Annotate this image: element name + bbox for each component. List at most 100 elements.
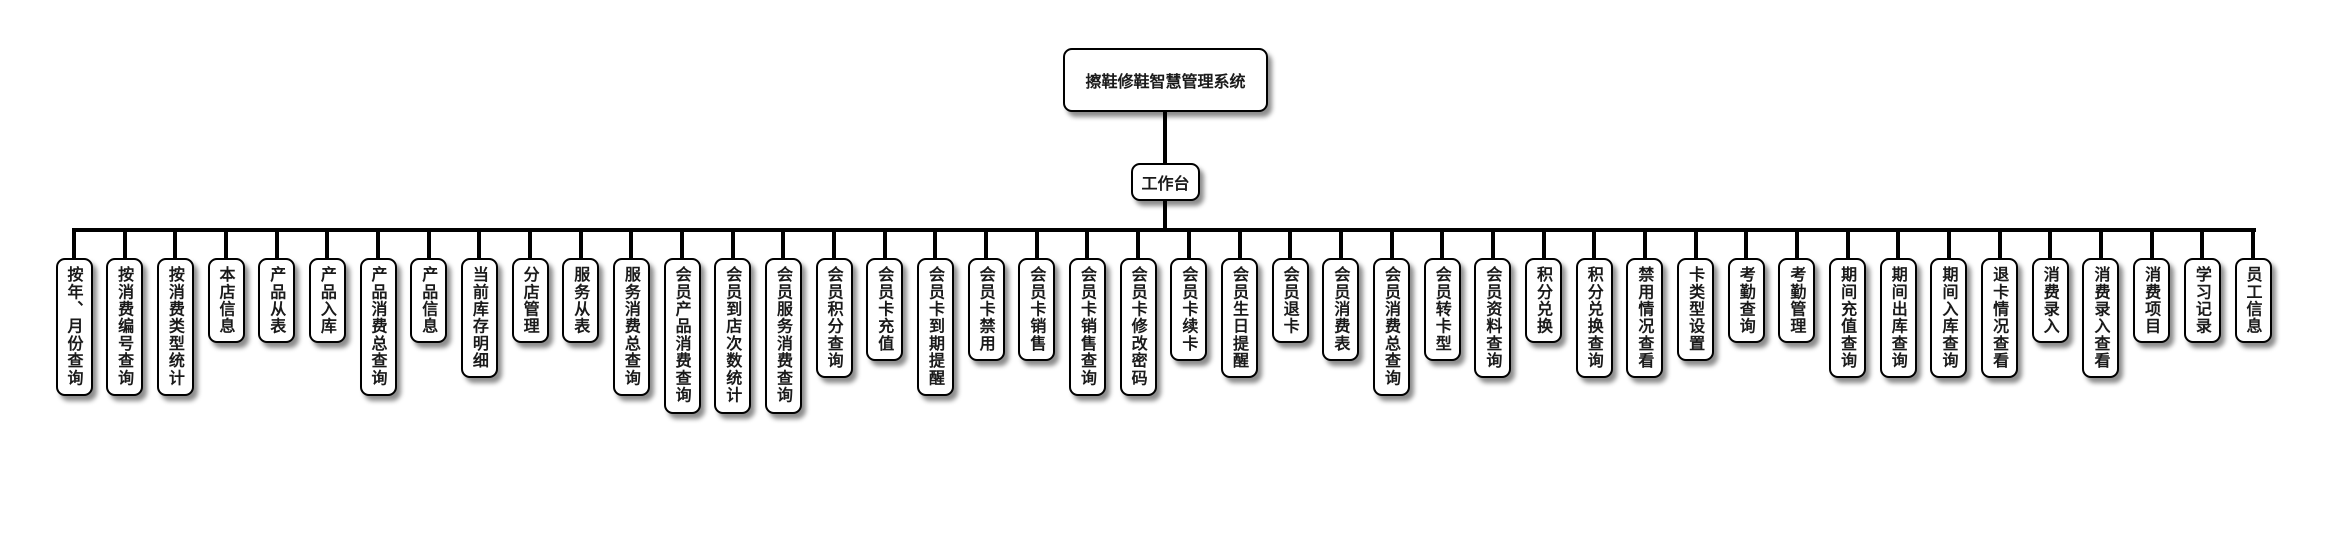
module-node[interactable]: 产品消费总查询 bbox=[359, 258, 397, 396]
module-connector bbox=[1389, 230, 1394, 258]
workbench-node[interactable]: 工作台 bbox=[1131, 163, 1200, 201]
module-label: 会员退卡 bbox=[1280, 266, 1300, 335]
module-connector bbox=[1440, 230, 1445, 258]
module-label: 会员卡充值 bbox=[875, 266, 895, 352]
module-node[interactable]: 消费项目 bbox=[2133, 258, 2171, 343]
module-connector bbox=[1946, 230, 1951, 258]
module-node[interactable]: 会员转卡型 bbox=[1423, 258, 1461, 361]
module-node[interactable]: 会员卡续卡 bbox=[1170, 258, 1208, 361]
module-connector bbox=[882, 230, 887, 258]
module-connector bbox=[1642, 230, 1647, 258]
module-label: 分店管理 bbox=[520, 266, 540, 335]
module-node[interactable]: 产品入库 bbox=[308, 258, 346, 343]
module-node[interactable]: 消费录入查看 bbox=[2082, 258, 2120, 378]
module-label: 产品消费总查询 bbox=[368, 266, 388, 387]
module-label: 积分兑换 bbox=[1534, 266, 1554, 335]
module-label: 会员资料查询 bbox=[1483, 266, 1503, 370]
module-node[interactable]: 按消费编号查询 bbox=[106, 258, 144, 396]
module-connector bbox=[832, 230, 837, 258]
module-label: 服务从表 bbox=[571, 266, 591, 335]
module-node[interactable]: 会员积分查询 bbox=[815, 258, 853, 378]
module-connector bbox=[781, 230, 786, 258]
module-label: 会员消费表 bbox=[1331, 266, 1351, 352]
module-node[interactable]: 产品信息 bbox=[410, 258, 448, 343]
module-connector bbox=[2200, 230, 2205, 258]
module-node[interactable]: 会员服务消费查询 bbox=[764, 258, 802, 414]
module-node[interactable]: 考勤查询 bbox=[1727, 258, 1765, 343]
module-node[interactable]: 积分兑换查询 bbox=[1575, 258, 1613, 378]
module-node[interactable]: 当前库存明细 bbox=[460, 258, 498, 378]
module-connector bbox=[1541, 230, 1546, 258]
root-label: 擦鞋修鞋智慧管理系统 bbox=[1085, 72, 1246, 91]
module-node[interactable]: 退卡情况查看 bbox=[1981, 258, 2019, 378]
module-node[interactable]: 期间入库查询 bbox=[1930, 258, 1968, 378]
module-label: 消费录入查看 bbox=[2091, 266, 2111, 370]
module-node[interactable]: 会员消费表 bbox=[1322, 258, 1360, 361]
module-node[interactable]: 积分兑换 bbox=[1525, 258, 1563, 343]
module-node[interactable]: 服务从表 bbox=[562, 258, 600, 343]
module-label: 会员卡禁用 bbox=[976, 266, 996, 352]
module-label: 产品从表 bbox=[267, 266, 287, 335]
module-node[interactable]: 按消费类型统计 bbox=[156, 258, 194, 396]
module-label: 学习记录 bbox=[2192, 266, 2212, 335]
module-connector bbox=[1896, 230, 1901, 258]
module-connector bbox=[1034, 230, 1039, 258]
module-connector bbox=[2149, 230, 2154, 258]
module-node[interactable]: 会员退卡 bbox=[1271, 258, 1309, 343]
root-node[interactable]: 擦鞋修鞋智慧管理系统 bbox=[1063, 48, 1268, 112]
module-label: 会员生日提醒 bbox=[1230, 266, 1249, 370]
module-label: 本店信息 bbox=[216, 266, 236, 335]
module-node[interactable]: 学习记录 bbox=[2183, 258, 2221, 343]
module-node[interactable]: 会员消费总查询 bbox=[1373, 258, 1411, 396]
module-label: 消费项目 bbox=[2142, 266, 2162, 335]
module-node[interactable]: 服务消费总查询 bbox=[612, 258, 650, 396]
module-node[interactable]: 按年、月份查询 bbox=[55, 258, 93, 396]
module-connector bbox=[1744, 230, 1749, 258]
horizontal-bus bbox=[72, 228, 2256, 232]
module-label: 按消费编号查询 bbox=[115, 266, 135, 387]
module-connector bbox=[376, 230, 381, 258]
module-node[interactable]: 考勤管理 bbox=[1778, 258, 1816, 343]
module-connector bbox=[1794, 230, 1799, 258]
module-label: 卡类型设置 bbox=[1686, 266, 1706, 352]
module-node[interactable]: 卡类型设置 bbox=[1677, 258, 1715, 361]
module-connector bbox=[1997, 230, 2002, 258]
module-node[interactable]: 会员卡充值 bbox=[866, 258, 904, 361]
module-node[interactable]: 会员卡到期提醒 bbox=[916, 258, 954, 396]
module-node[interactable]: 员工信息 bbox=[2234, 258, 2272, 343]
module-connector bbox=[274, 230, 279, 258]
module-node[interactable]: 期间充值查询 bbox=[1829, 258, 1867, 378]
module-connector bbox=[122, 230, 127, 258]
module-connector bbox=[1085, 230, 1090, 258]
module-label: 考勤管理 bbox=[1787, 266, 1807, 335]
module-label: 消费录入 bbox=[2040, 266, 2060, 335]
module-node[interactable]: 会员到店次数统计 bbox=[714, 258, 752, 414]
module-node[interactable]: 会员卡销售 bbox=[1018, 258, 1056, 361]
module-label: 会员积分查询 bbox=[824, 266, 844, 370]
module-label: 期间入库查询 bbox=[1939, 266, 1959, 370]
module-node[interactable]: 会员卡禁用 bbox=[967, 258, 1005, 361]
module-connector bbox=[1592, 230, 1597, 258]
module-label: 考勤查询 bbox=[1736, 266, 1756, 335]
module-label: 服务消费总查询 bbox=[621, 266, 641, 387]
module-node[interactable]: 分店管理 bbox=[511, 258, 549, 343]
module-label: 会员到店次数统计 bbox=[723, 266, 743, 404]
module-node[interactable]: 本店信息 bbox=[207, 258, 245, 343]
module-node[interactable]: 期间出库查询 bbox=[1879, 258, 1917, 378]
module-connector bbox=[528, 230, 533, 258]
module-connector bbox=[680, 230, 685, 258]
module-label: 会员卡续卡 bbox=[1179, 266, 1199, 352]
module-node[interactable]: 消费录入 bbox=[2031, 258, 2069, 343]
module-connector bbox=[1136, 230, 1141, 258]
module-node[interactable]: 会员卡修改密码 bbox=[1119, 258, 1157, 396]
module-node[interactable]: 会员产品消费查询 bbox=[663, 258, 701, 414]
module-node[interactable]: 产品从表 bbox=[258, 258, 296, 343]
module-node[interactable]: 会员生日提醒 bbox=[1221, 258, 1258, 378]
workbench-connector bbox=[1163, 201, 1167, 231]
module-node[interactable]: 会员资料查询 bbox=[1474, 258, 1512, 378]
module-connector bbox=[2048, 230, 2053, 258]
module-node[interactable]: 禁用情况查看 bbox=[1626, 258, 1664, 378]
module-node[interactable]: 会员卡销售查询 bbox=[1068, 258, 1106, 396]
module-connector bbox=[1845, 230, 1850, 258]
module-connector bbox=[1693, 230, 1698, 258]
